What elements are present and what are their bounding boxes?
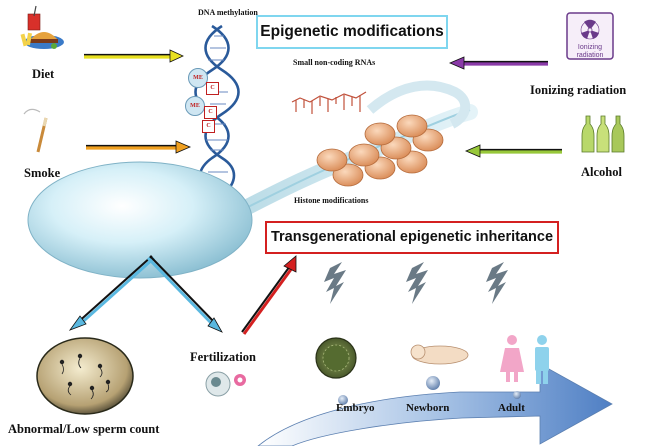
stage-newborn-label: Newborn [406, 402, 450, 414]
cigarette-icon [23, 108, 48, 153]
smoke-label: Smoke [24, 166, 61, 180]
embryo-icon [315, 337, 357, 379]
epigenetic-modifications-title: Epigenetic modifications [256, 15, 448, 49]
ncrna-label: Small non-coding RNAs [293, 58, 376, 67]
abnormal-arrow [68, 255, 156, 331]
adult-figures-icon [500, 335, 549, 384]
radiation-sign-icon [566, 12, 614, 60]
stage-embryo-label: Embryo [336, 402, 375, 414]
stage-adult-label: Adult [498, 402, 525, 414]
radiation-sign-text: Ionizing radiation [576, 44, 604, 59]
abnormal-sperm-label: Abnormal/Low sperm count [8, 422, 160, 436]
ionizing-arrow [448, 56, 548, 70]
zigzag-icons [324, 262, 508, 304]
inheritance-arrow [241, 255, 297, 335]
fertilization-label: Fertilization [190, 350, 256, 364]
cytosine-tag-2: C [204, 106, 217, 119]
diet-arrow [84, 49, 184, 63]
cytosine-tag-3: C [202, 120, 215, 133]
fertilization-icon [205, 371, 246, 397]
cytosine-tag-1: C [206, 82, 219, 95]
methyl-tag-2: ME [185, 96, 205, 116]
abnormal-sperm-dish-icon [36, 337, 134, 415]
newborn-icon [410, 344, 469, 365]
methyl-tag-1: ME [188, 68, 208, 88]
timeline-arrow [257, 363, 613, 446]
histone-nucleosomes-icon [316, 114, 444, 187]
dna-methylation-label: DNA methylation [198, 8, 258, 17]
diet-label: Diet [32, 67, 55, 81]
transgenerational-inheritance-title: Transgenerational epigenetic inheritance [265, 221, 559, 254]
histone-label: Histone modifications [294, 196, 369, 205]
fertilization-arrow [146, 255, 223, 333]
smoke-arrow [86, 140, 192, 154]
ncrna-icon [291, 91, 367, 114]
ionizing-radiation-label: Ionizing radiation [530, 83, 627, 97]
food-icon [20, 5, 64, 49]
alcohol-label: Alcohol [581, 165, 622, 179]
alcohol-arrow [464, 144, 562, 158]
bottles-icon [581, 115, 625, 153]
